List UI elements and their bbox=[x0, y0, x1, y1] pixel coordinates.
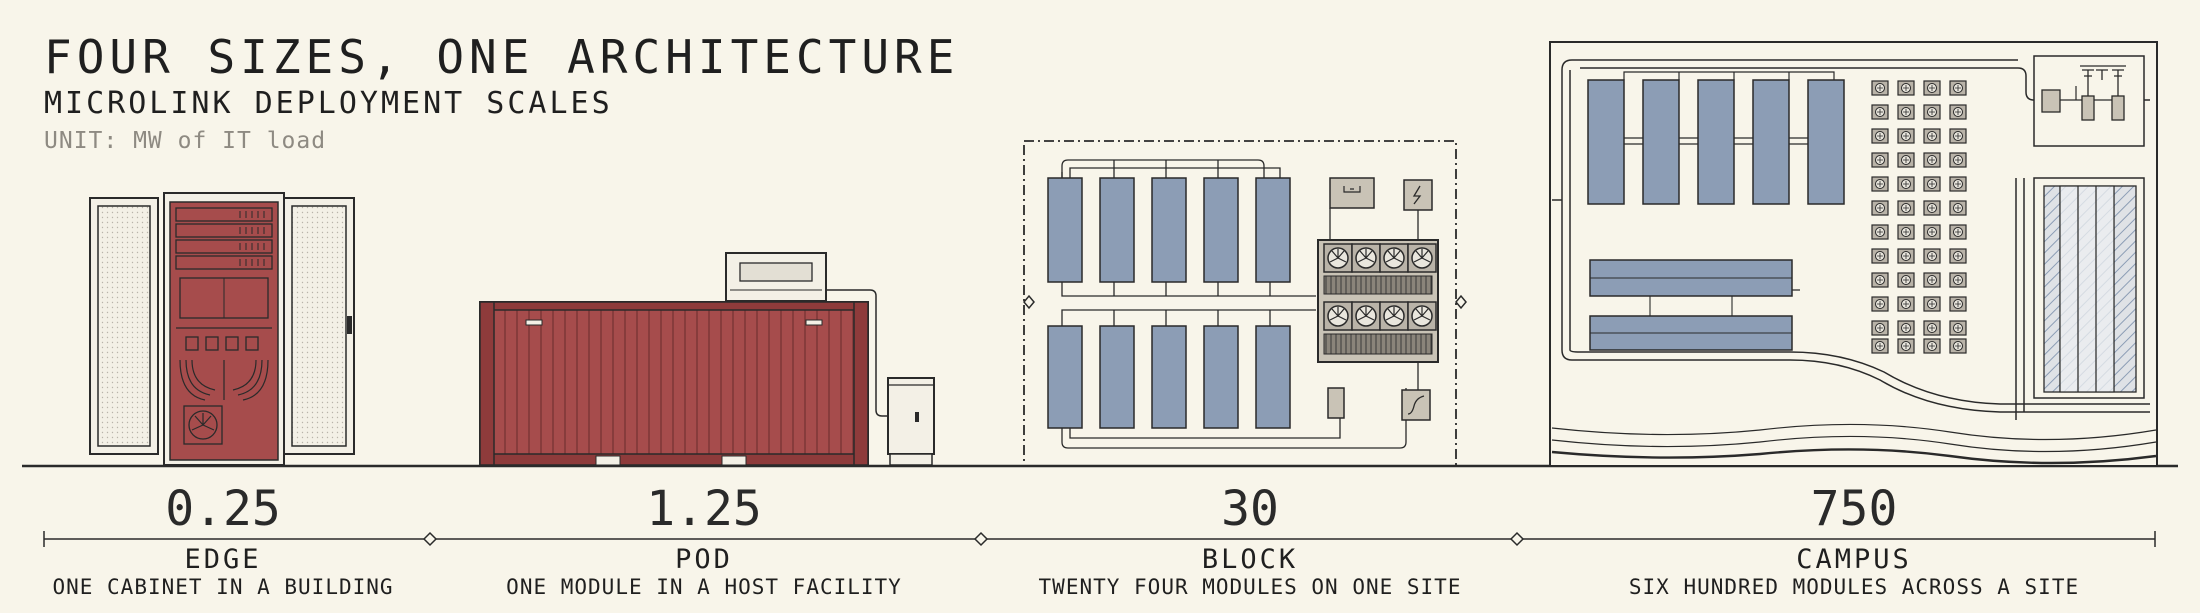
block-name: BLOCK bbox=[1201, 544, 1299, 575]
page-subtitle: MICROLINK DEPLOYMENT SCALES bbox=[44, 86, 613, 121]
header: FOUR SIZES, ONE ARCHITECTURE MICROLINK D… bbox=[44, 30, 959, 156]
pod-name: POD bbox=[675, 544, 733, 575]
scale-axis bbox=[43, 531, 2156, 547]
page-title: FOUR SIZES, ONE ARCHITECTURE bbox=[44, 30, 960, 84]
block-value: 30 bbox=[1221, 481, 1279, 537]
campus-value: 750 bbox=[1810, 481, 1898, 537]
axis-divider-marker bbox=[973, 531, 989, 547]
edge-name: EDGE bbox=[184, 544, 262, 575]
pod-value: 1.25 bbox=[646, 481, 762, 537]
axis-divider-marker bbox=[1509, 531, 1525, 547]
block-site-illustration bbox=[1023, 140, 1467, 467]
campus-description: SIX HUNDRED MODULES ACROSS A SITE bbox=[1628, 575, 2080, 599]
edge-value: 0.25 bbox=[165, 481, 281, 537]
edge-cabinet-illustration bbox=[89, 192, 355, 466]
campus-site-illustration bbox=[1549, 41, 2158, 467]
edge-description: ONE CABINET IN A BUILDING bbox=[52, 575, 394, 599]
pod-container-illustration bbox=[479, 252, 935, 466]
axis-divider-marker bbox=[422, 531, 438, 547]
block-description: TWENTY FOUR MODULES ON ONE SITE bbox=[1038, 575, 1462, 599]
pod-description: ONE MODULE IN A HOST FACILITY bbox=[506, 575, 902, 599]
unit-note: UNIT: MW of IT load bbox=[44, 128, 327, 154]
campus-name: CAMPUS bbox=[1796, 544, 1912, 575]
